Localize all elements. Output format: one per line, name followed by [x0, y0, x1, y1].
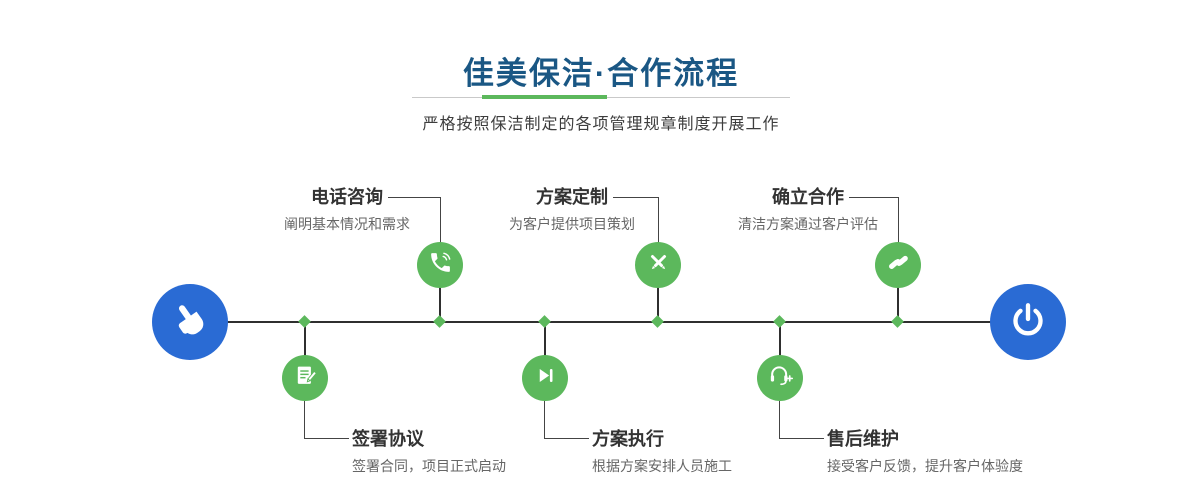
title-divider	[412, 95, 790, 99]
timeline-diamond	[298, 315, 311, 328]
step-desc: 为客户提供项目策划	[509, 216, 635, 232]
handshake-icon	[885, 249, 912, 281]
step-desc: 根据方案安排人员施工	[592, 458, 732, 474]
page-subtitle: 严格按照保洁制定的各项管理规章制度开展工作	[422, 116, 780, 133]
timeline-diamond	[651, 315, 664, 328]
step-title: 方案定制	[536, 187, 608, 207]
timeline-diamond	[773, 315, 786, 328]
timeline-end-node	[990, 284, 1066, 360]
label-connector	[388, 197, 441, 243]
node-connector	[897, 287, 899, 322]
node-connector	[544, 322, 546, 356]
label-connector	[613, 197, 659, 243]
step-title: 确立合作	[772, 187, 844, 207]
step-label-aftersale: 售后维护 接受客户反馈，提升客户体验度	[827, 428, 1023, 475]
step-title: 签署协议	[352, 429, 424, 449]
play-next-icon	[534, 364, 557, 392]
step-label-phone: 电话咨询 阐明基本情况和需求	[262, 186, 432, 233]
label-connector	[849, 197, 899, 243]
step-node-aftersale	[757, 355, 803, 401]
power-icon	[1008, 300, 1048, 345]
timeline-start-node	[152, 284, 228, 360]
step-label-contract: 签署协议 签署合同，项目正式启动	[352, 428, 506, 475]
timeline-diamond	[891, 315, 904, 328]
page-title: 佳美保洁·合作流程	[462, 56, 740, 91]
timeline-diamond	[433, 315, 446, 328]
step-node-phone	[417, 242, 463, 288]
step-label-cooperation: 确立合作 清洁方案通过客户评估	[718, 186, 898, 233]
step-desc: 签署合同，项目正式启动	[352, 458, 506, 474]
pencil-cross-icon	[646, 250, 671, 280]
step-node-design	[635, 242, 681, 288]
step-title: 售后维护	[827, 429, 899, 449]
hand-pointer-icon	[169, 299, 211, 346]
divider-accent	[482, 95, 607, 99]
step-node-contract	[282, 355, 328, 401]
step-desc: 清洁方案通过客户评估	[738, 216, 878, 232]
step-node-cooperation	[875, 242, 921, 288]
node-connector	[439, 287, 441, 322]
timeline-line	[190, 321, 1028, 323]
timeline-diamond	[538, 315, 551, 328]
step-label-execute: 方案执行 根据方案安排人员施工	[592, 428, 732, 475]
step-desc: 阐明基本情况和需求	[284, 216, 410, 232]
step-title: 方案执行	[592, 429, 664, 449]
step-title: 电话咨询	[311, 187, 383, 207]
node-connector	[657, 287, 659, 322]
step-desc: 接受客户反馈，提升客户体验度	[827, 458, 1023, 474]
step-node-execute	[522, 355, 568, 401]
step-label-design: 方案定制 为客户提供项目策划	[487, 186, 657, 233]
contract-icon	[293, 363, 318, 393]
node-connector	[304, 322, 306, 356]
label-connector	[779, 401, 824, 439]
phone-icon	[428, 250, 453, 280]
headset-plus-icon	[767, 362, 794, 394]
label-connector	[304, 401, 349, 439]
node-connector	[779, 322, 781, 356]
label-connector	[544, 401, 589, 439]
